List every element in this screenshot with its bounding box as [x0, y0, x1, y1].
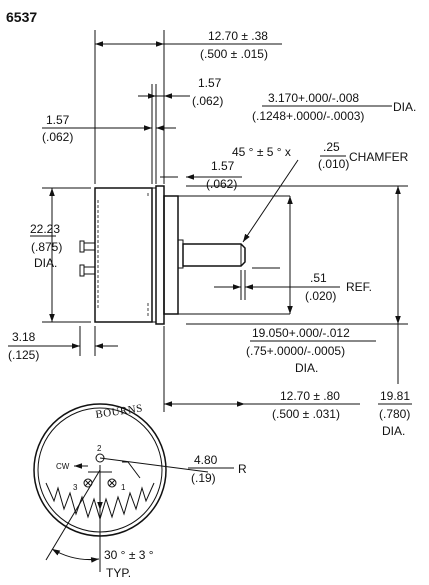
flange	[155, 185, 165, 325]
radius-leader	[99, 457, 209, 473]
dim-body-dia-in: (.875)	[31, 240, 62, 254]
dim-shaft-length-in: (.500 ± .031)	[272, 407, 340, 421]
terminal-3-label: 3	[73, 483, 78, 492]
dim-flange-dia-mm: 19.81	[380, 389, 410, 403]
dim-radius-in: (.19)	[191, 471, 216, 485]
dim-terminal: 3.18 (.125)	[8, 330, 118, 362]
dim-flange-dia-label: DIA.	[382, 424, 405, 438]
dim-body-diameter: 22.23 (.875) DIA.	[30, 188, 62, 322]
front-view: BOURNS 2 3 1 CW 4.80 (.19) R 30 ° ± 3 ° …	[33, 402, 247, 580]
dim-flange-diameter: 19.81 (.780) DIA.	[378, 186, 412, 438]
dim-chamfer-label: CHAMFER	[349, 150, 409, 164]
dim-cover-gap: 1.57 (.062)	[42, 113, 176, 144]
dim-pilot-diameter: 19.050+.000/-.012 (.75+.0000/-.0005) DIA…	[246, 196, 376, 375]
dim-terminal-in: (.125)	[8, 348, 39, 362]
rotation-stop	[122, 461, 141, 479]
dim-shaft-dia-in: (.1248+.0000/-.0003)	[252, 109, 364, 123]
dim-shaft-diameter: 3.170+.000/-.008 (.1248+.0000/-.0003) DI…	[252, 91, 416, 123]
dim-pilot-dia-in: (.75+.0000/-.0005)	[246, 344, 345, 358]
dim-bushing-width-in: (.062)	[206, 177, 237, 191]
dim-overall-length-mm: 12.70 ± .38	[208, 29, 268, 43]
dim-chamfer-in: (.010)	[318, 157, 349, 171]
dim-overall-length-in: (.500 ± .015)	[200, 47, 268, 61]
terminal-2-label: 2	[97, 444, 102, 453]
terminal-pins	[79, 240, 96, 277]
dim-flange-width: 1.57 (.062)	[138, 76, 223, 108]
pilot	[163, 195, 179, 315]
dim-shaft-ref-mm: .51	[310, 271, 327, 285]
cw-label: CW	[56, 462, 70, 471]
dim-radius-mm: 4.80	[194, 453, 218, 467]
dim-body-dia-label: DIA.	[34, 256, 57, 270]
dim-angle-value: 30 ° ± 3 °	[104, 548, 154, 562]
dim-shaft-ref-label: REF.	[346, 280, 372, 294]
dim-terminal-mm: 3.18	[12, 330, 36, 344]
extension-lines	[42, 30, 408, 412]
dim-cover-gap-mm: 1.57	[46, 113, 70, 127]
dim-body-dia-mm: 22.23	[30, 222, 60, 236]
angle-leader	[45, 469, 101, 561]
shaft	[182, 243, 246, 267]
dim-bushing-width-mm: 1.57	[211, 159, 235, 173]
housing-body	[94, 187, 153, 323]
dim-shaft-length: 12.70 ± .80 (.500 ± .031)	[164, 389, 360, 421]
dim-bushing-width: 1.57 (.062)	[160, 159, 242, 191]
dim-cover-gap-in: (.062)	[42, 130, 73, 144]
dim-angle-label: TYP.	[106, 566, 131, 580]
dim-pilot-dia-label: DIA.	[295, 361, 318, 375]
dim-shaft-length-mm: 12.70 ± .80	[280, 389, 340, 403]
dim-pilot-dia-mm: 19.050+.000/-.012	[252, 326, 350, 340]
dim-chamfer: 45 ° ± 5 ° x .25 (.010) CHAMFER	[232, 140, 409, 243]
terminal-1-label: 1	[121, 483, 126, 492]
dim-shaft-dia-label: DIA.	[393, 100, 416, 114]
dim-chamfer-angle: 45 ° ± 5 ° x	[232, 145, 291, 159]
side-view	[79, 185, 246, 325]
dim-flange-dia-in: (.780)	[379, 407, 410, 421]
dim-shaft-ref-in: (.020)	[305, 289, 336, 303]
angle-arc	[51, 548, 100, 563]
model-number: 6537	[6, 9, 37, 25]
terminal-1	[107, 478, 117, 488]
dim-shaft-ref: .51 (.020) REF.	[214, 271, 372, 303]
dim-shaft-dia-mm: 3.170+.000/-.008	[268, 91, 359, 105]
dim-flange-width-in: (.062)	[192, 94, 223, 108]
dim-overall-length: 12.70 ± .38 (.500 ± .015)	[95, 29, 282, 61]
dim-radius-label: R	[238, 462, 247, 476]
terminal-2	[95, 453, 105, 463]
brand-logo: BOURNS	[95, 402, 144, 421]
dim-flange-width-mm: 1.57	[198, 76, 222, 90]
dim-chamfer-mm: .25	[323, 140, 340, 154]
